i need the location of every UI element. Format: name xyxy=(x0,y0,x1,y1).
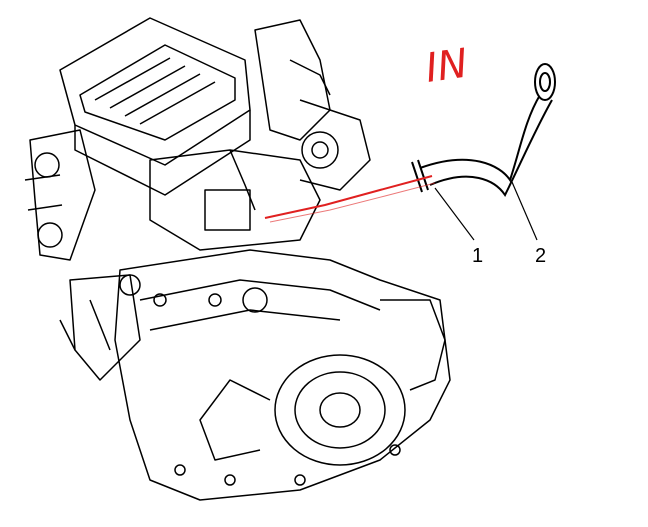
annotation-line-2 xyxy=(269,182,436,223)
annotation-line xyxy=(264,175,433,219)
engine-illustration xyxy=(24,17,451,501)
handwritten-in-annotation: IN xyxy=(423,41,471,92)
callout-2-label: 2 xyxy=(535,245,546,267)
callout-2-leader xyxy=(511,181,538,241)
coolant-hose xyxy=(411,63,556,197)
callout-1-label: 1 xyxy=(472,245,483,267)
callout-1-leader xyxy=(434,187,475,241)
